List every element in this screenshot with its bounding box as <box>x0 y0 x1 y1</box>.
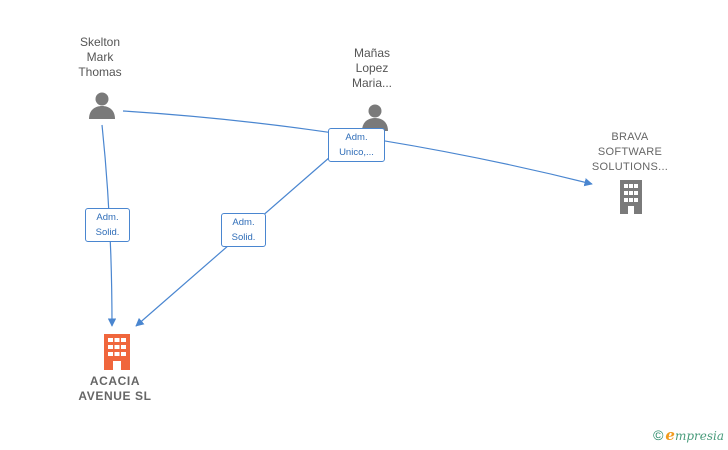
person-icon[interactable] <box>360 102 390 132</box>
brand-logo-e: e <box>665 426 675 444</box>
brand-logo-text: mpresia <box>674 429 724 443</box>
person-icon[interactable] <box>87 90 117 120</box>
node-label-skelton[interactable]: Skelton Mark Thomas <box>78 35 122 79</box>
edge-label-manas-acacia[interactable]: Adm. Solid. <box>221 213 266 247</box>
building-icon-focus[interactable] <box>100 334 134 370</box>
edge-label-skelton-brava[interactable]: Adm. Unico,... <box>328 128 385 162</box>
brand-watermark: ©empresia <box>653 426 724 444</box>
building-icon[interactable] <box>616 180 646 214</box>
node-label-acacia[interactable]: ACACIA AVENUE SL <box>78 374 152 403</box>
node-label-manas[interactable]: Mañas Lopez Maria... <box>351 46 392 90</box>
edge-label-skelton-acacia[interactable]: Adm. Solid. <box>85 208 130 242</box>
copyright-symbol: © <box>653 427 664 443</box>
node-label-brava[interactable]: BRAVA SOFTWARE SOLUTIONS... <box>591 131 669 173</box>
